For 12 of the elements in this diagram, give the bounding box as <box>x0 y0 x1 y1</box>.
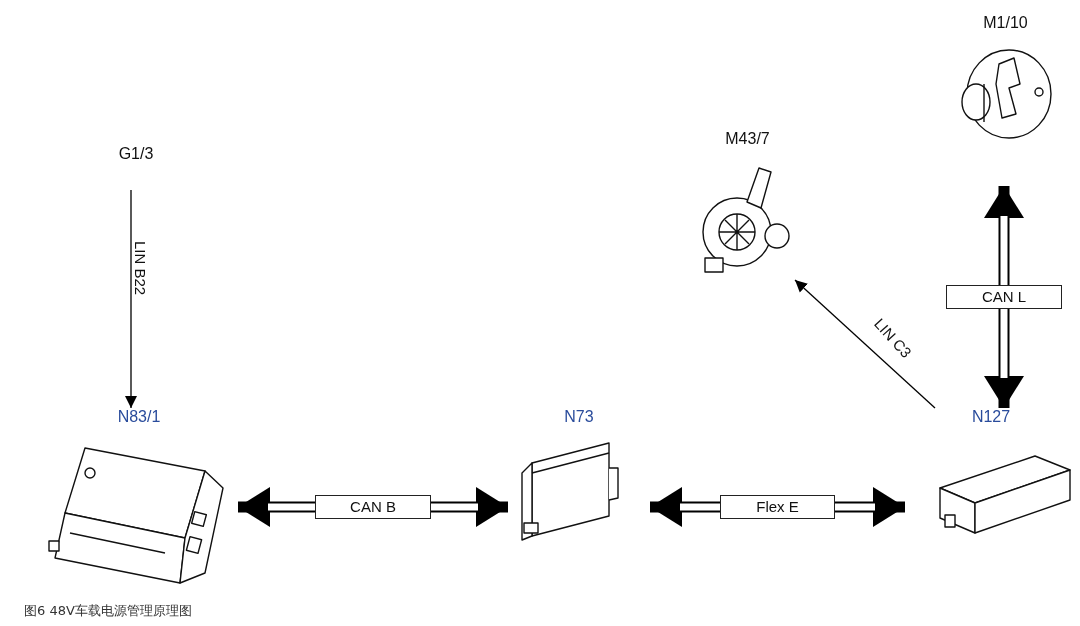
caption: 图6 48V车载电源管理原理图 <box>24 602 192 620</box>
component-label: N73 <box>563 408 595 426</box>
bus-label: Flex E <box>720 495 835 519</box>
bus-label: CAN L <box>946 285 1062 309</box>
component-label: M1/10 <box>982 14 1029 32</box>
component-label: M43/7 <box>724 130 771 148</box>
bus-label: CAN B <box>315 495 431 519</box>
edge-label: LIN C3 <box>871 314 915 362</box>
component-label: G1/3 <box>117 145 155 163</box>
edge-label: LIN B22 <box>131 240 149 296</box>
component-label: N83/1 <box>116 408 162 426</box>
component-label: N127 <box>970 408 1012 426</box>
